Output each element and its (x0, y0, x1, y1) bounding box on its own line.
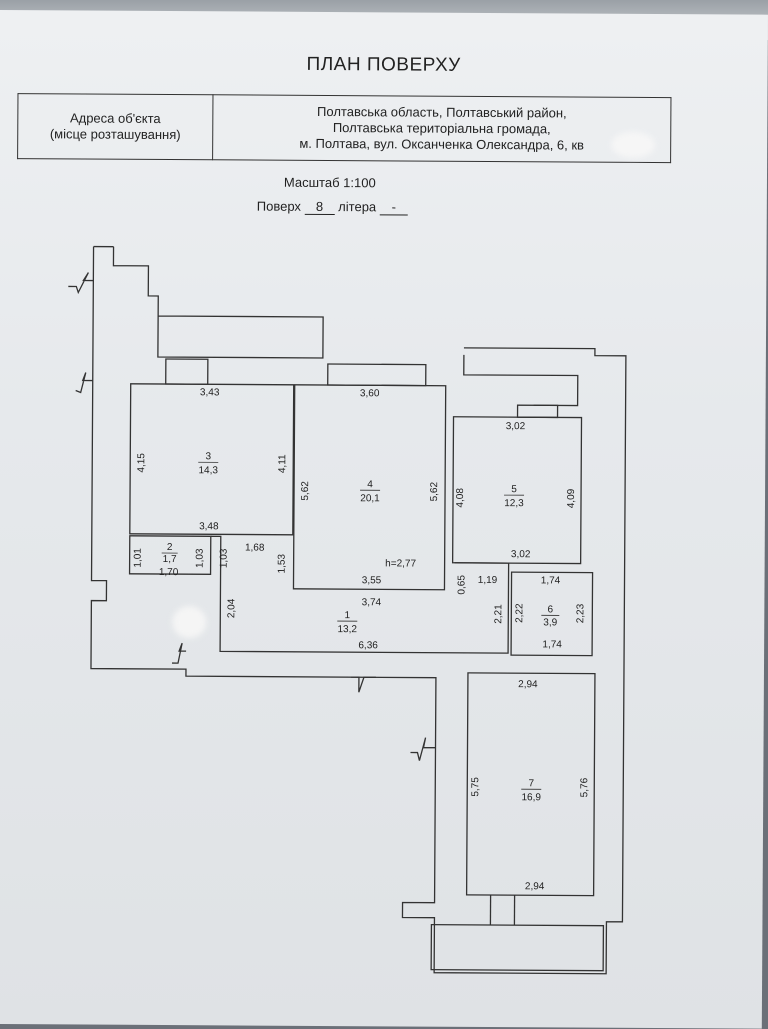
dim-r1-h: 2,21 (493, 604, 504, 624)
dim-r5-right: 4,09 (566, 488, 577, 508)
room-1-number: 1 (344, 610, 350, 621)
dim-r1-b: 1,68 (245, 543, 265, 554)
dim-r4-bottom: 3,55 (362, 575, 382, 586)
floor-plan-drawing: 3 14,3 4 20,1 5 12,3 2 1,7 1 13,2 6 3,9 … (0, 10, 768, 1029)
room-7-number: 7 (528, 778, 534, 789)
room-4-area: 20,1 (360, 493, 380, 504)
dim-r5-bottom: 3,02 (511, 549, 531, 560)
dim-r4-top: 3,60 (360, 388, 380, 399)
dim-r7-top: 2,94 (518, 679, 538, 690)
dim-r1-f: 0,65 (456, 575, 467, 595)
redaction-blur-2 (172, 606, 206, 638)
dim-r1-a: 1,03 (219, 548, 230, 568)
dim-r7-bottom: 2,94 (525, 881, 545, 892)
room-1-area: 13,2 (337, 624, 357, 635)
dim-r7-right: 5,76 (579, 777, 590, 797)
dim-r3-top: 3,43 (200, 387, 220, 398)
dimension-labels: 3,43 4,15 4,11 3,48 3,60 5,62 5,62 3,55 … (131, 387, 593, 893)
dim-r6-right: 2,23 (575, 603, 586, 623)
dim-r1-bottom: 6,36 (358, 640, 378, 651)
floor-plan-sheet: ПЛАН ПОВЕРХУ Адреса об'єкта (місце розта… (0, 10, 768, 1029)
dim-r7-left: 5,75 (470, 777, 481, 797)
dim-r2-bottom: 1,70 (159, 567, 179, 578)
dim-r2-right: 1,03 (195, 548, 206, 568)
room-6-number: 6 (548, 604, 554, 615)
ceiling-height: h=2,77 (385, 558, 416, 569)
room-3-number: 3 (205, 451, 211, 462)
room-7-area: 16,9 (521, 792, 541, 803)
room-5-number: 5 (511, 484, 517, 495)
dim-r3-bottom: 3,48 (199, 521, 219, 532)
dim-r3-left: 4,15 (136, 453, 147, 473)
dim-r2-left: 1,01 (133, 548, 144, 568)
room-2-number: 2 (167, 542, 173, 553)
room-5-area: 12,3 (504, 498, 524, 509)
room-4-number: 4 (367, 479, 373, 490)
dim-r1-g: 1,19 (478, 575, 498, 586)
room-3-area: 14,3 (198, 465, 218, 476)
dim-r5-top: 3,02 (506, 421, 526, 432)
dim-r4-left: 5,62 (300, 481, 311, 501)
room-2-area: 1,7 (163, 554, 177, 565)
room-6-area: 3,9 (543, 617, 557, 628)
dim-r1-e: 3,74 (362, 597, 382, 608)
dim-r6-top: 1,74 (541, 575, 561, 586)
dim-r1-d: 2,04 (226, 598, 237, 618)
dim-r4-right: 5,62 (429, 481, 440, 501)
dim-r1-c: 1,53 (277, 554, 288, 574)
dim-r6-bottom: 1,74 (542, 639, 562, 650)
dim-r3-right: 4,11 (277, 454, 288, 473)
dim-r6-left: 2,22 (514, 603, 525, 623)
dim-r5-left: 4,08 (455, 488, 466, 508)
